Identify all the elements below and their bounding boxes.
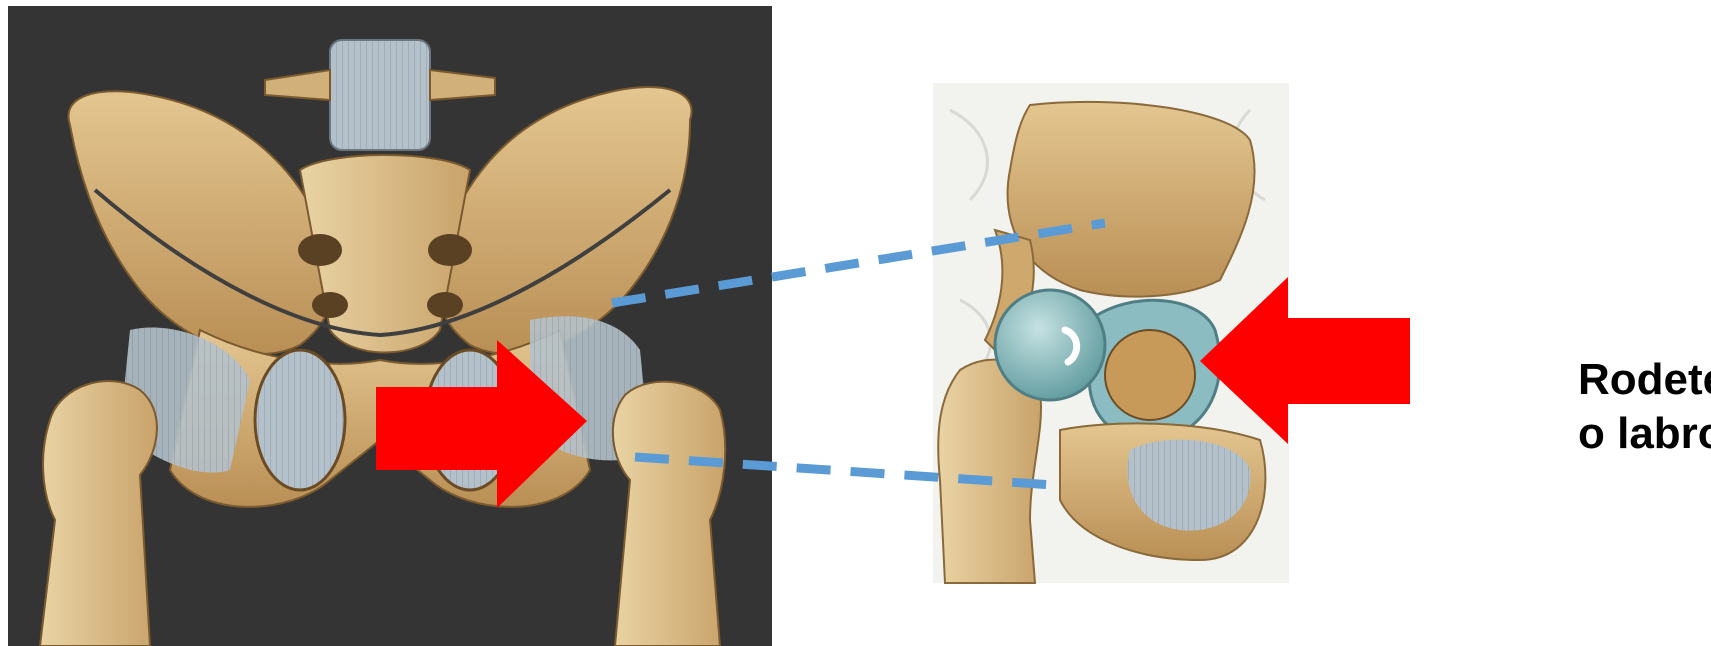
right-femur	[613, 382, 725, 646]
lumbar-vertebra	[330, 40, 430, 150]
obturator-foramen	[255, 350, 345, 490]
sacral-foramen	[312, 292, 348, 318]
labrum-label: Rodete o labro	[1578, 353, 1711, 461]
acetabular-fossa	[1105, 330, 1195, 420]
sacral-foramen	[298, 234, 342, 266]
sacral-foramen	[428, 234, 472, 266]
labrum-label-line-1: Rodete	[1578, 353, 1711, 407]
left-femur	[40, 381, 157, 646]
sacral-foramen	[427, 292, 463, 318]
pelvis-illustration	[8, 6, 772, 646]
femoral-head	[995, 290, 1105, 400]
ilium	[1008, 102, 1255, 297]
labrum-label-line-2: o labro	[1578, 407, 1711, 461]
